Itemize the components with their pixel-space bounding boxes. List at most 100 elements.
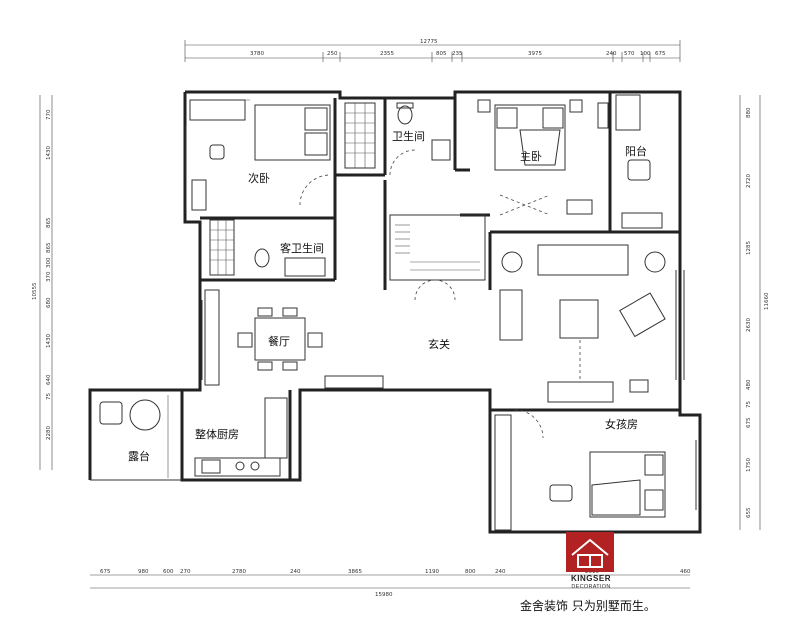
left-dim-10: 75 xyxy=(46,393,52,400)
top-dim-5: 235 xyxy=(452,51,463,57)
balcony-bench xyxy=(621,212,663,229)
room-label-second-bedroom: 次卧 xyxy=(248,171,270,185)
side-table xyxy=(629,379,649,393)
right-dim-2: 2720 xyxy=(746,174,752,188)
right-dim-8: 1750 xyxy=(746,458,752,472)
left-dim-9: 640 xyxy=(46,374,52,385)
left-dim-11: 2280 xyxy=(46,426,52,440)
table-icon xyxy=(237,307,323,371)
bottom-dim-9: 800 xyxy=(465,569,476,575)
left-dim-3: 865 xyxy=(46,217,52,228)
door-swing xyxy=(514,409,544,439)
door-swing xyxy=(499,194,551,216)
right-dim-5: 480 xyxy=(746,379,752,390)
desk xyxy=(566,199,593,215)
logo-icon xyxy=(566,532,614,572)
logo-brand-name: KINGSER xyxy=(571,574,611,583)
sink-icon xyxy=(431,139,451,161)
door-swing xyxy=(389,149,416,176)
right-total-dim: 11660 xyxy=(764,292,770,310)
left-dim-7: 680 xyxy=(46,297,52,308)
room-label-balcony: 阳台 xyxy=(625,144,647,158)
room-label-guest-bathroom: 客卫生间 xyxy=(280,241,324,255)
bottom-dim-5: 2780 xyxy=(232,569,246,575)
windows xyxy=(185,125,697,510)
second-bedroom-bed xyxy=(189,99,331,161)
bottom-dim-4: 270 xyxy=(180,569,191,575)
top-dim-10: 675 xyxy=(655,51,666,57)
right-dim-7: 675 xyxy=(746,417,752,428)
entry-cabinet xyxy=(324,375,384,389)
logo-brand-sub: DECORATION xyxy=(571,584,611,590)
left-dim-4: 865 xyxy=(46,242,52,253)
left-dim-5: 300 xyxy=(46,257,52,268)
room-label-bathroom: 卫生间 xyxy=(392,129,425,143)
bottom-dim-10: 240 xyxy=(495,569,506,575)
tv-cabinet xyxy=(547,381,614,403)
coffee-table xyxy=(499,289,523,341)
right-dim-3: 1285 xyxy=(746,241,752,255)
bottom-dim-2: 980 xyxy=(138,569,149,575)
bottom-dimension-lines xyxy=(90,574,690,589)
door-swing xyxy=(299,174,331,206)
chair-icon xyxy=(627,159,651,181)
left-dim-2: 1430 xyxy=(46,146,52,160)
stove-icon xyxy=(194,457,281,477)
table-icon xyxy=(559,299,599,339)
wardrobe xyxy=(597,102,609,129)
top-dim-4: 805 xyxy=(436,51,447,57)
top-dim-2: 250 xyxy=(327,51,338,57)
top-dimension-lines xyxy=(184,40,681,62)
bottom-dim-3: 600 xyxy=(163,569,174,575)
left-dimension-lines xyxy=(39,95,53,470)
right-dim-4: 2630 xyxy=(746,318,752,332)
left-total-dim: 10555 xyxy=(32,282,38,300)
interior-walls xyxy=(198,92,680,480)
left-dim-1: 770 xyxy=(46,109,52,120)
bathroom-shower xyxy=(344,102,376,169)
left-dim-6: 370 xyxy=(46,271,52,282)
top-dim-8: 570 xyxy=(624,51,635,57)
right-dim-1: 880 xyxy=(746,107,752,118)
room-label-girls-room: 女孩房 xyxy=(605,417,638,431)
slogan: 金舍装饰 只为别墅而生。 xyxy=(520,599,656,613)
bottom-dim-8: 1190 xyxy=(425,569,439,575)
bed-icon xyxy=(589,451,666,518)
bed-icon xyxy=(477,99,583,171)
bottom-total-dim: 15980 xyxy=(375,592,393,598)
sofa-icon xyxy=(501,244,666,276)
chair-icon xyxy=(549,484,573,502)
sink-icon xyxy=(284,257,326,277)
wardrobe xyxy=(191,179,207,211)
room-label-terrace: 露台 xyxy=(128,449,150,463)
bottom-dim-1: 675 xyxy=(100,569,111,575)
right-dim-9: 655 xyxy=(746,507,752,518)
toilet-icon xyxy=(254,248,270,268)
top-total-dim: 12775 xyxy=(420,39,438,45)
bottom-dim-12: 460 xyxy=(680,569,691,575)
room-label-foyer: 玄关 xyxy=(428,337,450,351)
top-dim-6: 3975 xyxy=(528,51,542,57)
top-dim-1: 3780 xyxy=(250,51,264,57)
top-dim-9: 100 xyxy=(640,51,651,57)
room-label-dining: 餐厅 xyxy=(268,334,290,348)
chair-icon xyxy=(619,292,666,338)
chair-icon xyxy=(209,144,225,160)
bottom-dim-7: 3865 xyxy=(348,569,362,575)
chair-icon xyxy=(99,399,161,431)
dining-cabinet xyxy=(204,289,220,386)
right-dimension-lines xyxy=(739,95,761,530)
room-label-master-bedroom: 主卧 xyxy=(520,150,542,163)
wardrobe xyxy=(494,414,512,531)
bottom-dim-6: 240 xyxy=(290,569,301,575)
kitchen-cabinet xyxy=(264,397,288,459)
right-dim-6: 75 xyxy=(746,401,752,408)
shoe-cabinet xyxy=(389,214,486,281)
balcony-cabinet xyxy=(615,94,641,131)
door-swing xyxy=(414,279,456,301)
left-dim-8: 1430 xyxy=(46,334,52,348)
top-dim-3: 2355 xyxy=(380,51,394,57)
top-dim-7: 240 xyxy=(606,51,617,57)
guest-shower xyxy=(209,219,235,276)
